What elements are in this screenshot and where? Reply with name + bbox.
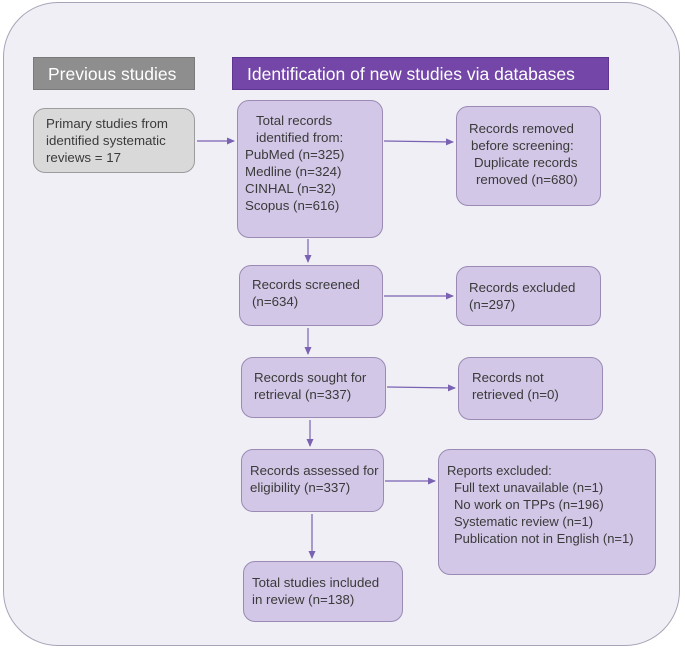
- reports-excluded-item: Full text unavailable (n=1): [454, 480, 604, 495]
- identified-medline: Medline (n=324): [245, 164, 342, 179]
- header-new-studies: Identification of new studies via databa…: [232, 57, 609, 90]
- primary-line-3: reviews = 17: [46, 150, 122, 165]
- removed-line-4: removed (n=680): [476, 172, 578, 187]
- removed-line-2: before screening:: [471, 138, 574, 153]
- sought-line-1: Records sought for: [254, 370, 367, 385]
- not-retrieved-line-2: retrieved (n=0): [472, 387, 559, 402]
- reports-excluded-item: Publication not in English (n=1): [454, 531, 634, 546]
- records-not-retrieved-box: Records not retrieved (n=0): [458, 357, 603, 420]
- studies-included-box: Total studies included in review (n=138): [243, 561, 403, 622]
- reports-excluded-box: Reports excluded: Full text unavailable …: [438, 449, 656, 575]
- included-line-1: Total studies included: [252, 575, 380, 590]
- primary-line-2: identified systematic: [46, 133, 166, 148]
- identified-line-1: Total records: [256, 113, 333, 128]
- records-excluded-box: Records excluded (n=297): [456, 266, 601, 326]
- assessed-line-2: eligibility (n=337): [250, 480, 351, 495]
- excluded-line-2: (n=297): [469, 297, 516, 312]
- screened-line-2: (n=634): [252, 294, 299, 309]
- excluded-line-1: Records excluded: [469, 280, 576, 295]
- records-removed-box: Records removed before screening: Duplic…: [456, 106, 601, 206]
- sought-line-2: retrieval (n=337): [254, 387, 352, 402]
- header-previous-studies: Previous studies: [33, 57, 195, 90]
- records-assessed-box: Records assessed for eligibility (n=337): [241, 449, 384, 512]
- not-retrieved-line-1: Records not: [472, 370, 544, 385]
- records-screened-box: Records screened (n=634): [239, 265, 383, 326]
- removed-line-1: Records removed: [469, 121, 574, 136]
- reports-excluded-item: No work on TPPs (n=196): [454, 497, 604, 512]
- primary-studies-box: Primary studies from identified systemat…: [33, 108, 195, 173]
- identified-line-2: identified from:: [256, 130, 344, 145]
- screened-line-1: Records screened: [252, 277, 360, 292]
- records-identified-box: Total records identified from: PubMed (n…: [237, 100, 383, 238]
- identified-pubmed: PubMed (n=325): [245, 147, 345, 162]
- reports-excluded-item: Systematic review (n=1): [454, 514, 594, 529]
- included-line-2: in review (n=138): [252, 592, 355, 607]
- removed-line-3: Duplicate records: [474, 155, 578, 170]
- primary-line-1: Primary studies from: [46, 116, 168, 131]
- identified-scopus: Scopus (n=616): [245, 198, 340, 213]
- assessed-line-1: Records assessed for: [250, 463, 379, 478]
- identified-cinhal: CINHAL (n=32): [245, 181, 336, 196]
- reports-excluded-title: Reports excluded:: [447, 463, 552, 478]
- records-sought-box: Records sought for retrieval (n=337): [241, 357, 386, 418]
